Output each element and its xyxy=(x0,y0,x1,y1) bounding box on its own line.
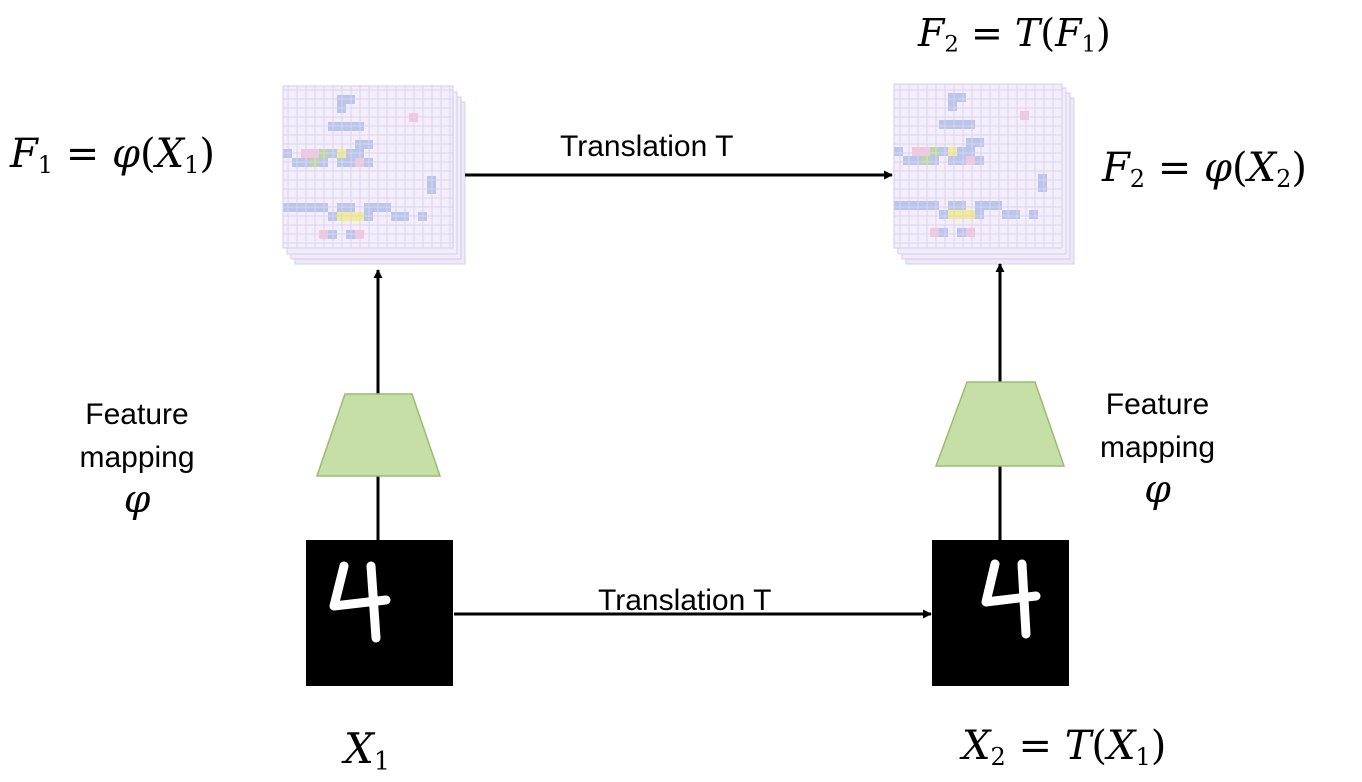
feature-mapping-line2: mapping xyxy=(1099,430,1216,464)
feature-mapping-trapezoid-right xyxy=(934,381,1066,467)
digit-image-right xyxy=(932,540,1069,686)
feature-map-stack-right xyxy=(893,83,1075,265)
feature-mapping-trapezoid-left xyxy=(315,393,442,477)
equation-x2-t-x1: X2 = T(X1) xyxy=(962,723,1167,771)
feature-mapping-label-left: Feature mapping φ xyxy=(62,394,212,521)
feature-mapping-label-right: Feature mapping φ xyxy=(1080,384,1235,511)
label-x1: X1 xyxy=(344,724,390,776)
digit-four-glyph xyxy=(981,559,1041,639)
digit-four-glyph xyxy=(329,561,391,643)
translation-label-top: Translation T xyxy=(560,130,734,163)
translation-label-bottom: Translation T xyxy=(598,584,772,617)
phi-symbol: φ xyxy=(123,477,151,522)
feature-mapping-line1: Feature xyxy=(1105,388,1210,421)
feature-map-grid xyxy=(893,83,1063,249)
equation-f1-phi-x1: F1 = φ(X1) xyxy=(10,131,215,179)
feature-map-stack-left xyxy=(282,85,466,265)
feature-map-grid xyxy=(282,85,454,249)
feature-mapping-line2: mapping xyxy=(79,440,195,474)
digit-image-left xyxy=(306,540,453,686)
feature-mapping-line1: Feature xyxy=(85,398,189,431)
equation-f2-t-f1: F2 = T(F1) xyxy=(918,11,1111,58)
equation-f2-phi-x2: F2 = φ(X2) xyxy=(1102,145,1307,193)
phi-symbol: φ xyxy=(1144,467,1171,512)
